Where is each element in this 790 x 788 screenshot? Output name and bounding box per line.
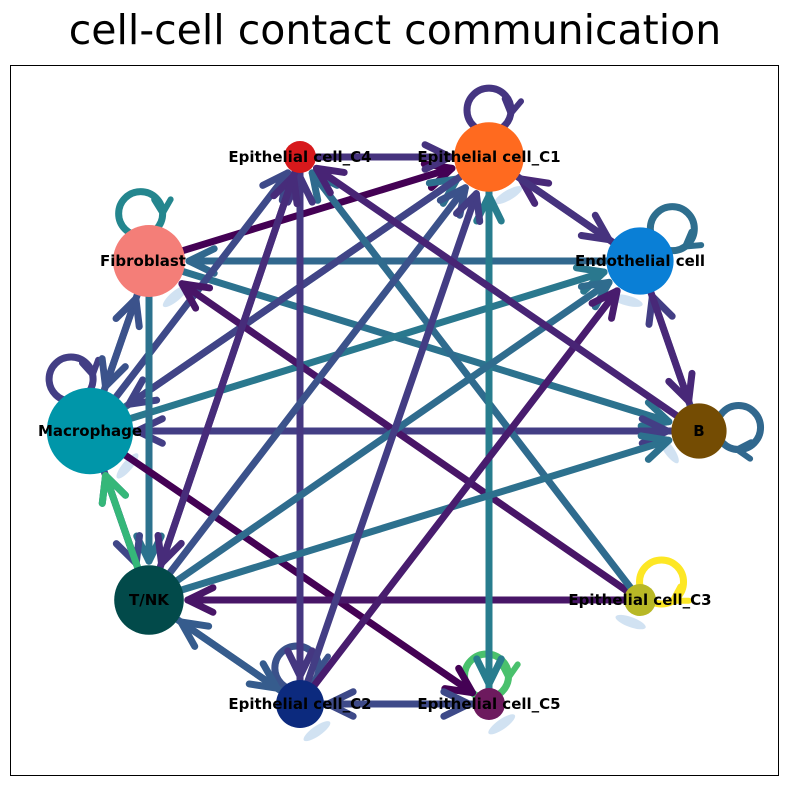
node-C4 — [284, 141, 316, 173]
node-TNK — [114, 565, 184, 635]
edge-Endo-Fib — [185, 245, 624, 277]
arrowhead — [680, 228, 705, 250]
node-label: Epithelial cell_C2 — [228, 695, 371, 713]
node-B — [671, 403, 727, 459]
arrowhead — [98, 472, 129, 507]
edge-Endo-B — [643, 276, 696, 405]
arrowhead — [441, 664, 476, 697]
arrowhead — [577, 211, 613, 244]
arrowhead — [184, 584, 217, 616]
edge-B-Mac — [133, 415, 686, 447]
edge-C4-TNK — [154, 162, 301, 567]
edge-TNK-C2 — [162, 608, 281, 692]
node-label: T/NK — [129, 591, 170, 609]
edge-TNK-Endo — [162, 278, 613, 592]
edge-C3-Fib — [178, 280, 636, 599]
edge-C1-C5 — [473, 174, 505, 688]
node-label: Epithelial cell_C3 — [568, 591, 711, 609]
edge-C2-C5 — [310, 688, 473, 720]
self-loop-Endo — [611, 203, 705, 307]
arrowhead — [112, 295, 143, 331]
edge-C3-TNK — [184, 584, 634, 616]
arrowhead — [259, 169, 292, 204]
edge-B-C4 — [312, 164, 689, 426]
node-label: Endothelial cell — [575, 252, 705, 270]
self-loops — [45, 84, 765, 742]
nodes — [46, 122, 727, 728]
arrowhead — [178, 280, 214, 312]
arrowhead — [453, 190, 484, 225]
node-label: B — [693, 422, 704, 440]
self-loop-C3 — [615, 556, 692, 630]
edge-TNK-Mac — [98, 472, 146, 584]
node-Fib — [113, 225, 185, 297]
node-C5 — [473, 688, 505, 720]
edge-C1-Endo — [502, 165, 613, 244]
arrowhead — [78, 356, 102, 381]
arrowhead — [501, 95, 525, 120]
arrowhead — [667, 583, 692, 604]
edge-C4-C1 — [306, 141, 454, 173]
node-label: Macrophage — [38, 422, 142, 440]
arrowhead — [473, 655, 505, 688]
arrowhead — [133, 415, 166, 447]
node-label: Epithelial cell_C5 — [417, 695, 560, 713]
arrowhead — [245, 660, 281, 692]
edge-C3-C4 — [308, 169, 638, 596]
node-Mac — [46, 387, 134, 475]
edge-C2-C4 — [284, 173, 316, 694]
node-C3 — [624, 584, 656, 616]
arrowhead — [308, 169, 341, 204]
arrowhead — [185, 245, 218, 277]
arrowhead — [154, 531, 185, 567]
node-C2 — [276, 680, 324, 728]
arrowhead — [731, 439, 755, 462]
node-labels: Epithelial cell_C4 Epithelial cell_C1Endo… — [38, 148, 712, 713]
arrowhead — [637, 432, 673, 463]
edge-C2-C1 — [301, 190, 484, 694]
arrowhead — [588, 287, 621, 322]
edge-TNK-C1 — [158, 184, 469, 587]
arrowhead — [312, 164, 348, 197]
plot-frame — [10, 65, 779, 776]
arrowhead — [284, 173, 316, 206]
edge-TNK-B — [165, 432, 673, 598]
arrowhead — [665, 369, 696, 405]
node-Endo — [606, 227, 674, 295]
chart-title: cell-cell contact communication — [68, 6, 722, 54]
node-label: Fibroblast — [100, 252, 186, 270]
edges — [94, 141, 698, 720]
arrowhead — [151, 196, 174, 220]
node-label: Epithelial cell_C1 — [417, 148, 560, 166]
edge-C2-Endo — [305, 287, 621, 697]
arrowhead — [421, 141, 454, 173]
node-label: Epithelial cell_C4 — [228, 148, 371, 166]
arrowhead — [498, 660, 521, 684]
edge-Mac-C5 — [107, 442, 476, 697]
node-C1 — [454, 122, 524, 192]
arrowhead — [440, 688, 473, 720]
edge-Mac-Fib — [94, 295, 143, 411]
